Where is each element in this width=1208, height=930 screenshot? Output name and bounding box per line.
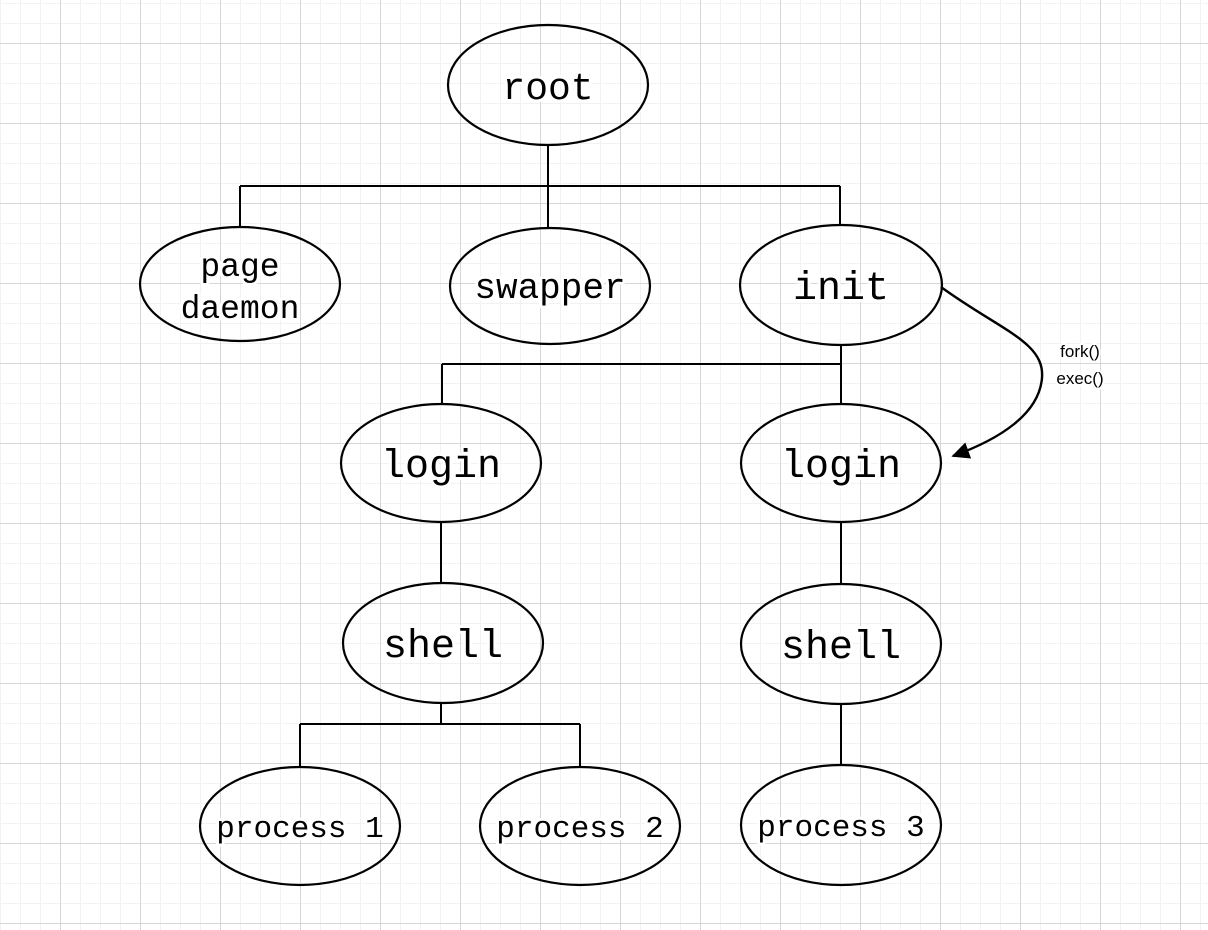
- node-init-label: init: [793, 267, 889, 312]
- node-process2-label: process 2: [496, 812, 663, 847]
- node-login-right: login: [739, 402, 943, 524]
- node-init: init: [738, 223, 944, 347]
- node-swapper: swapper: [448, 226, 652, 346]
- node-shell-right: shell: [739, 582, 943, 706]
- node-page-daemon-ellipse[interactable]: [138, 225, 342, 343]
- node-page-daemon-label-line1: page: [200, 249, 279, 286]
- node-login-right-ellipse[interactable]: [739, 402, 943, 524]
- node-process1: process 1: [198, 765, 402, 887]
- node-shell-left-ellipse[interactable]: [341, 581, 545, 705]
- fork-label: fork(): [1060, 342, 1100, 361]
- node-process3: process 3: [739, 763, 943, 887]
- node-swapper-ellipse[interactable]: [448, 226, 652, 346]
- node-root-ellipse[interactable]: [446, 23, 650, 147]
- node-process2-ellipse[interactable]: [478, 765, 682, 887]
- node-shell-right-label: shell: [781, 626, 901, 671]
- node-page-daemon-label-line2: daemon: [181, 291, 300, 328]
- node-login-right-label: login: [781, 445, 901, 490]
- node-shell-left: shell: [341, 581, 545, 705]
- node-process1-ellipse[interactable]: [198, 765, 402, 887]
- node-login-left: login: [339, 402, 543, 524]
- node-root-label: root: [502, 68, 593, 111]
- node-shell-left-label: shell: [383, 625, 503, 670]
- node-init-ellipse[interactable]: [738, 223, 944, 347]
- node-process1-label: process 1: [216, 812, 383, 847]
- tree-connectors: [239, 146, 842, 767]
- node-login-left-label: login: [381, 445, 501, 490]
- node-process3-ellipse[interactable]: [739, 763, 943, 887]
- node-root: root: [446, 23, 650, 147]
- node-process3-label: process 3: [757, 811, 924, 846]
- node-page-daemon: page daemon: [138, 225, 342, 343]
- node-login-left-ellipse[interactable]: [339, 402, 543, 524]
- node-process2: process 2: [478, 765, 682, 887]
- node-swapper-label: swapper: [474, 268, 625, 309]
- edge-fork-exec-arrow[interactable]: [940, 286, 1044, 459]
- node-shell-right-ellipse[interactable]: [739, 582, 943, 706]
- exec-label: exec(): [1056, 369, 1103, 388]
